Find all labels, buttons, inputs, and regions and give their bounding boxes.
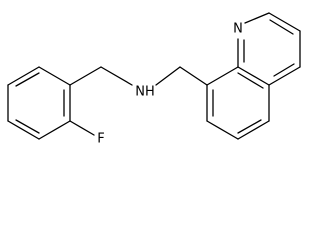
bond xyxy=(179,66,208,86)
bond xyxy=(244,12,270,24)
double-bond-inner xyxy=(237,72,264,89)
bond xyxy=(100,66,133,86)
chemical-structure: F NH N xyxy=(7,12,301,147)
double-bond-inner xyxy=(269,19,294,35)
fluorobenzene-ring xyxy=(7,66,71,140)
bond xyxy=(38,66,71,86)
amine-label: NH xyxy=(135,85,155,100)
bond xyxy=(206,120,239,140)
bond xyxy=(237,120,270,140)
double-bond-inner xyxy=(15,119,40,134)
bond-c-f xyxy=(69,120,95,136)
bond xyxy=(7,120,40,140)
double-bond-inner xyxy=(237,119,262,134)
bond xyxy=(268,12,301,32)
quinoline-benzo-ring xyxy=(206,66,270,140)
bond xyxy=(155,66,181,86)
bond xyxy=(7,66,40,86)
bond xyxy=(38,120,71,140)
bond xyxy=(206,66,239,86)
double-bond-inner xyxy=(15,72,40,87)
structure-canvas: F NH N xyxy=(7,12,301,147)
fluorine-label: F xyxy=(97,132,104,147)
double-bond-inner xyxy=(273,63,295,77)
bond xyxy=(268,66,301,86)
aminomethyl-linker xyxy=(69,66,208,86)
bond xyxy=(69,66,102,86)
bond xyxy=(237,66,270,86)
quinoline-pyridine-ring xyxy=(237,12,301,86)
quinoline-nitrogen-label: N xyxy=(233,22,243,37)
